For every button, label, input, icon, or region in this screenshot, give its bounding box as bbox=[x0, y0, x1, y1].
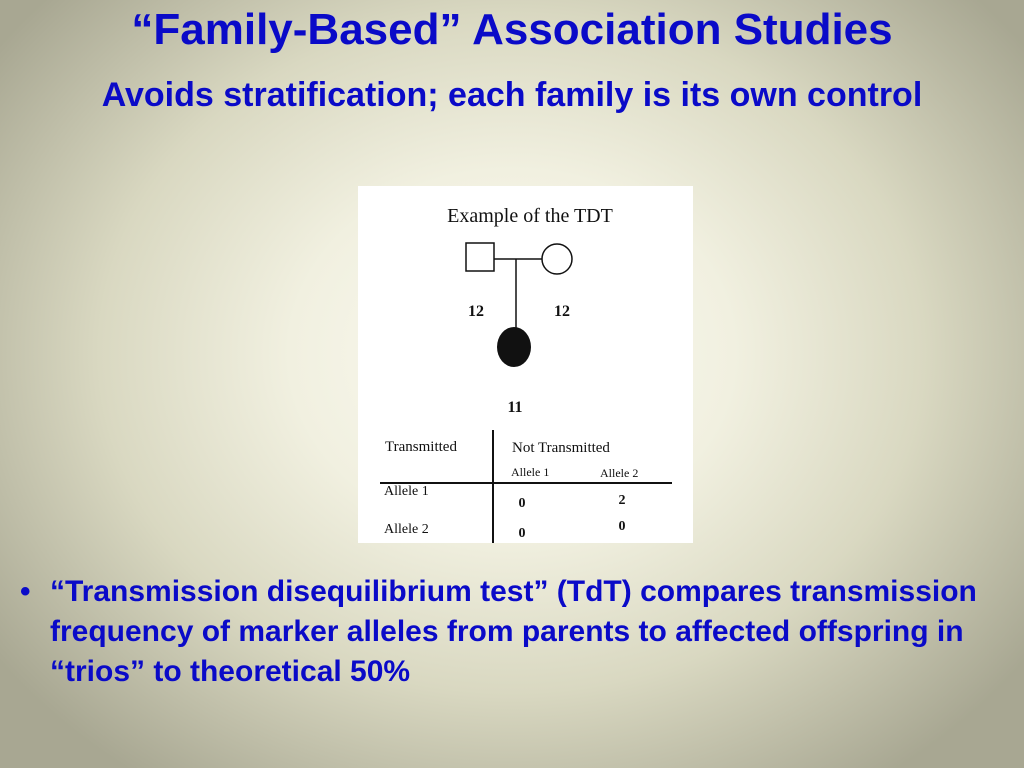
row-label-allele-1: Allele 1 bbox=[384, 484, 429, 499]
mother-circle-icon bbox=[541, 243, 573, 275]
column-header-allele-1: Allele 1 bbox=[511, 465, 549, 479]
bullet-icon: • bbox=[20, 575, 31, 608]
mother-genotype: 12 bbox=[554, 303, 570, 320]
bullet-text: “Transmission disequilibrium test” (TdT)… bbox=[50, 575, 977, 688]
figure-title: Example of the TDT bbox=[447, 205, 613, 227]
column-header-allele-2: Allele 2 bbox=[600, 466, 638, 480]
tdt-diagram: Example of the TDT 12 12 11 Transmitted … bbox=[380, 205, 672, 543]
affected-child-icon bbox=[497, 327, 531, 367]
row-label-allele-2: Allele 2 bbox=[384, 522, 429, 537]
not-transmitted-header: Not Transmitted bbox=[512, 440, 610, 456]
transmitted-header: Transmitted bbox=[385, 439, 457, 455]
tdt-figure: Example of the TDT 12 12 11 Transmitted … bbox=[358, 186, 693, 543]
father-square-icon bbox=[465, 242, 495, 272]
slide-subtitle: Avoids stratification; each family is it… bbox=[101, 76, 923, 114]
table-cell: 0 bbox=[619, 519, 626, 534]
bullet-item: • “Transmission disequilibrium test” (Td… bbox=[20, 572, 1010, 692]
slide-title: “Family-Based” Association Studies bbox=[131, 5, 893, 54]
child-genotype: 11 bbox=[507, 399, 522, 416]
table-cell: 2 bbox=[619, 493, 626, 508]
table-cell: 0 bbox=[519, 526, 526, 541]
father-genotype: 12 bbox=[468, 303, 484, 320]
table-cell: 0 bbox=[519, 496, 526, 511]
bullet-list: • “Transmission disequilibrium test” (Td… bbox=[20, 572, 1010, 692]
